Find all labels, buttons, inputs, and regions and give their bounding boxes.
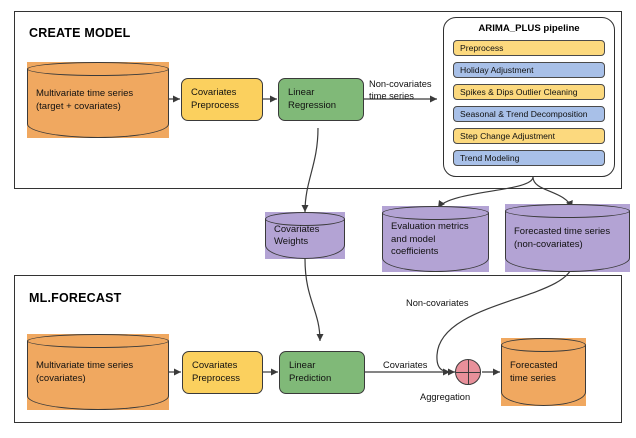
artifact-evaluation-metrics-label: Evaluation metrics and model coefficient… [391,221,469,257]
create-model-linear-regression: Linear Regression [278,78,364,121]
cylinder-body [505,211,630,272]
artifact-covariates-weights-label: Covariates Weights [274,223,320,248]
create-model-input-store-label: Multivariate time series (target + covar… [36,88,134,112]
aggregation-label: Aggregation [420,392,471,402]
cylinder-body [501,345,586,406]
cylinder-body [27,69,169,138]
aggregation-node [455,359,481,385]
cylinder-top [27,334,169,348]
ml-forecast-covariates-preprocess: Covariates Preprocess [182,351,263,394]
pipeline-step-spikes-dips: Spikes & Dips Outlier Cleaning [453,84,605,100]
pipeline-step-preprocess: Preprocess [453,40,605,56]
edge-label-covariates: Covariates [383,360,428,370]
arima-plus-pipeline-title: ARIMA_PLUS pipeline [478,23,580,34]
ml-forecast-container [14,275,622,423]
ml-forecast-output-store-label: Forecasted time series [510,360,558,384]
ml-forecast-output-store: Forecasted time series [501,338,586,406]
create-model-title: CREATE MODEL [29,26,131,40]
ml-forecast-input-store: Multivariate time series (covariates) [27,334,169,410]
cylinder-top [505,204,630,218]
artifact-forecasted-noncovariates-label: Forecasted time series (non-covariates) [514,226,611,250]
ml-forecast-title: ML.FORECAST [29,291,122,305]
pipeline-step-step-change: Step Change Adjustment [453,128,605,144]
arima-plus-pipeline: ARIMA_PLUS pipeline Preprocess Holiday A… [443,17,615,177]
pipeline-step-holiday-adjustment: Holiday Adjustment [453,62,605,78]
cylinder-body [27,341,169,410]
artifact-covariates-weights: Covariates Weights [265,212,345,259]
edge-label-non-covariates-time-series: Non-covariates time series [369,79,432,101]
cylinder-top [382,206,489,220]
aggregation-cross-vertical [467,360,469,384]
pipeline-step-seasonal-trend: Seasonal & Trend Decomposition [453,106,605,122]
artifact-evaluation-metrics: Evaluation metrics and model coefficient… [382,206,489,272]
pipeline-step-trend-modeling: Trend Modeling [453,150,605,166]
ml-forecast-input-store-label: Multivariate time series (covariates) [36,360,134,384]
cylinder-body [382,213,489,272]
edge-label-non-covariates: Non-covariates [406,298,469,308]
cylinder-top [27,62,169,76]
artifact-forecasted-noncovariates: Forecasted time series (non-covariates) [505,204,630,272]
ml-forecast-linear-prediction: Linear Prediction [279,351,365,394]
cylinder-top [501,338,586,352]
cylinder-top [265,212,345,226]
create-model-input-store: Multivariate time series (target + covar… [27,62,169,138]
create-model-covariates-preprocess: Covariates Preprocess [181,78,263,121]
create-model-container [14,11,622,189]
